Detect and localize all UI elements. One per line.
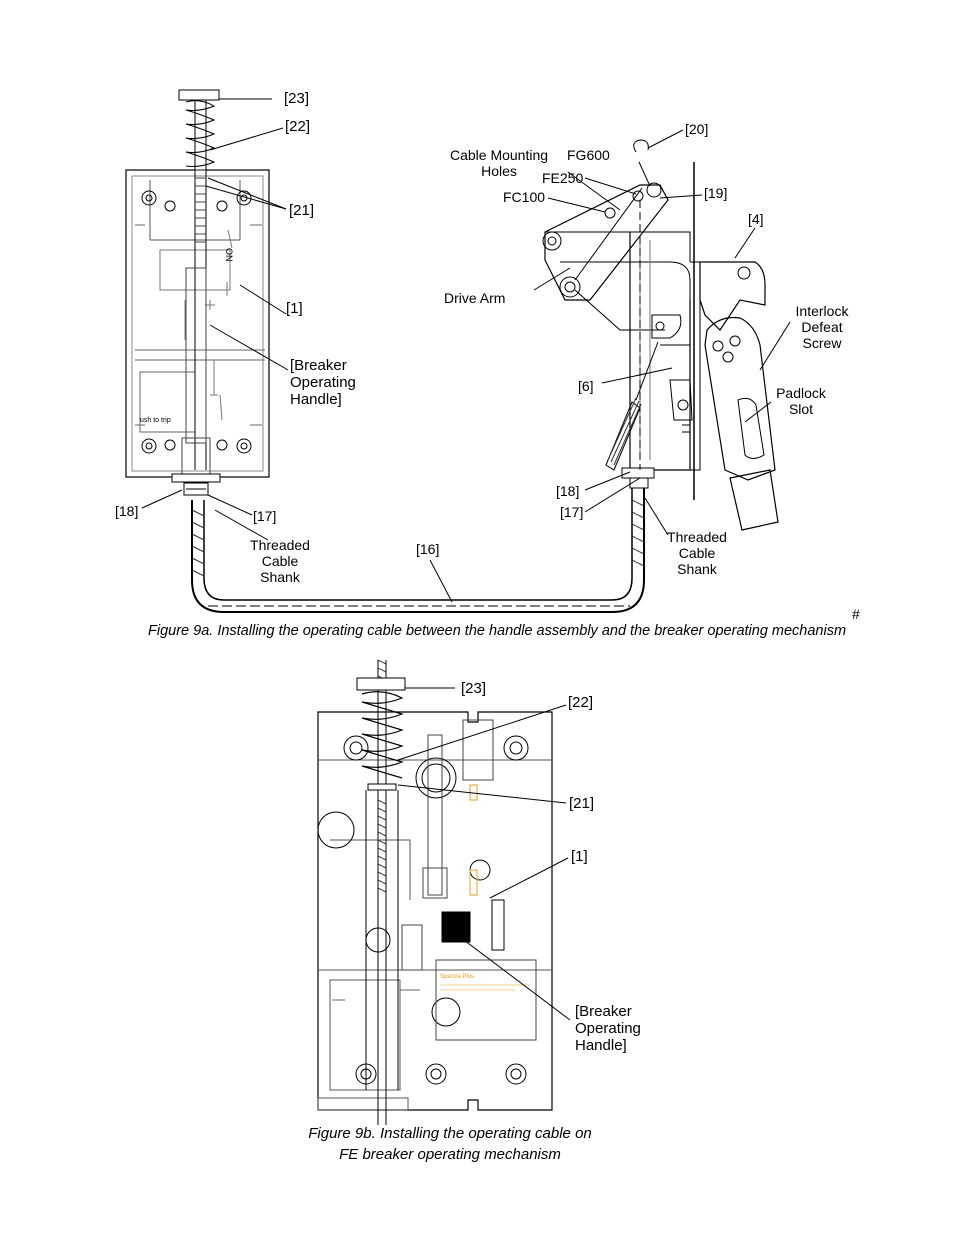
- shank-left-line-2: Cable: [261, 553, 299, 569]
- callout-6: [6]: [578, 378, 594, 394]
- callout-18-left: [18]: [115, 503, 139, 519]
- callout-22-9b: [22]: [568, 694, 594, 711]
- figure-9a-caption: Figure 9a. Installing the operating cabl…: [148, 623, 847, 639]
- label-text: Spectra Plus: [440, 974, 474, 980]
- threaded-cable-shank-right: Threaded Cable Shank: [660, 529, 734, 577]
- cable-mounting-line-1: Cable Mounting: [449, 147, 549, 163]
- fe250-label: FE250: [542, 170, 584, 186]
- fe-breaker: Spectra Plus: [317, 711, 553, 1111]
- figure-9b-caption: Figure 9b. Installing the operating cabl…: [300, 1123, 600, 1165]
- drive-arm-label: Drive Arm: [444, 290, 506, 306]
- interlock-line-3: Screw: [802, 335, 842, 351]
- callout-19: [19]: [704, 185, 728, 201]
- callout-1-9b: [1]: [571, 848, 588, 865]
- shank-right-line-2: Cable: [678, 545, 716, 561]
- breaker-handle-line-1: [Breaker: [290, 357, 347, 374]
- breaker-handle-9b-line-2: Operating: [575, 1020, 641, 1037]
- callout-18-right: [18]: [556, 483, 580, 499]
- shank-right-line-1: Threaded: [667, 529, 727, 545]
- breaker-operating-handle-label-9b: [Breaker Operating Handle]: [575, 1003, 641, 1054]
- breaker-handle-line-3: Handle]: [290, 391, 342, 408]
- padlock-line-1: Padlock: [776, 385, 826, 401]
- cable-mounting-holes-label: Cable Mounting Holes: [442, 147, 556, 179]
- callout-21-9b: [21]: [569, 795, 595, 812]
- svg-text:ON: ON: [224, 248, 234, 262]
- shank-left-line-3: Shank: [260, 569, 300, 585]
- shank-right-line-3: Shank: [677, 561, 717, 577]
- fc100-label: FC100: [503, 189, 546, 205]
- spring: [185, 100, 216, 167]
- callout-17-right: [17]: [560, 504, 584, 520]
- breaker-handle-9b-line-3: Handle]: [575, 1037, 627, 1054]
- callout-4: [4]: [748, 211, 764, 227]
- breaker-handle-9b-line-1: [Breaker: [575, 1003, 632, 1020]
- callout-17-left: [17]: [253, 508, 277, 524]
- padlock-slot-label: Padlock Slot: [770, 385, 832, 417]
- figure-9b-caption-line-1: Figure 9b. Installing the operating cabl…: [308, 1125, 592, 1142]
- callout-16: [16]: [416, 541, 440, 557]
- callout-1: [1]: [286, 300, 303, 317]
- callout-23-9b: [23]: [461, 680, 487, 697]
- hash-mark: #: [852, 606, 860, 622]
- shank-left-line-1: Threaded: [250, 537, 310, 553]
- padlock-line-2: Slot: [788, 401, 814, 417]
- interlock-line-2: Defeat: [801, 319, 843, 335]
- breaker-operating-handle-label: [Breaker Operating Handle]: [290, 357, 356, 408]
- breaker-handle-line-2: Operating: [290, 374, 356, 391]
- figure-9b-caption-line-2: FE breaker operating mechanism: [339, 1146, 561, 1163]
- push-to-trip-text: ush to trip: [140, 417, 171, 424]
- operating-cable: [191, 480, 645, 613]
- fg600-label: FG600: [567, 147, 610, 163]
- callout-20: [20]: [685, 121, 709, 137]
- breaker-mechanism: [542, 139, 779, 531]
- cable-mounting-line-2: Holes: [481, 163, 517, 179]
- callout-23: [23]: [284, 90, 310, 107]
- threaded-cable-shank-left: Threaded Cable Shank: [244, 537, 316, 585]
- callout-22: [22]: [285, 118, 311, 135]
- callout-21: [21]: [289, 202, 315, 219]
- interlock-defeat-screw-label: Interlock Defeat Screw: [788, 303, 856, 351]
- interlock-line-1: Interlock: [795, 303, 849, 319]
- leaders-9a: [141, 98, 791, 603]
